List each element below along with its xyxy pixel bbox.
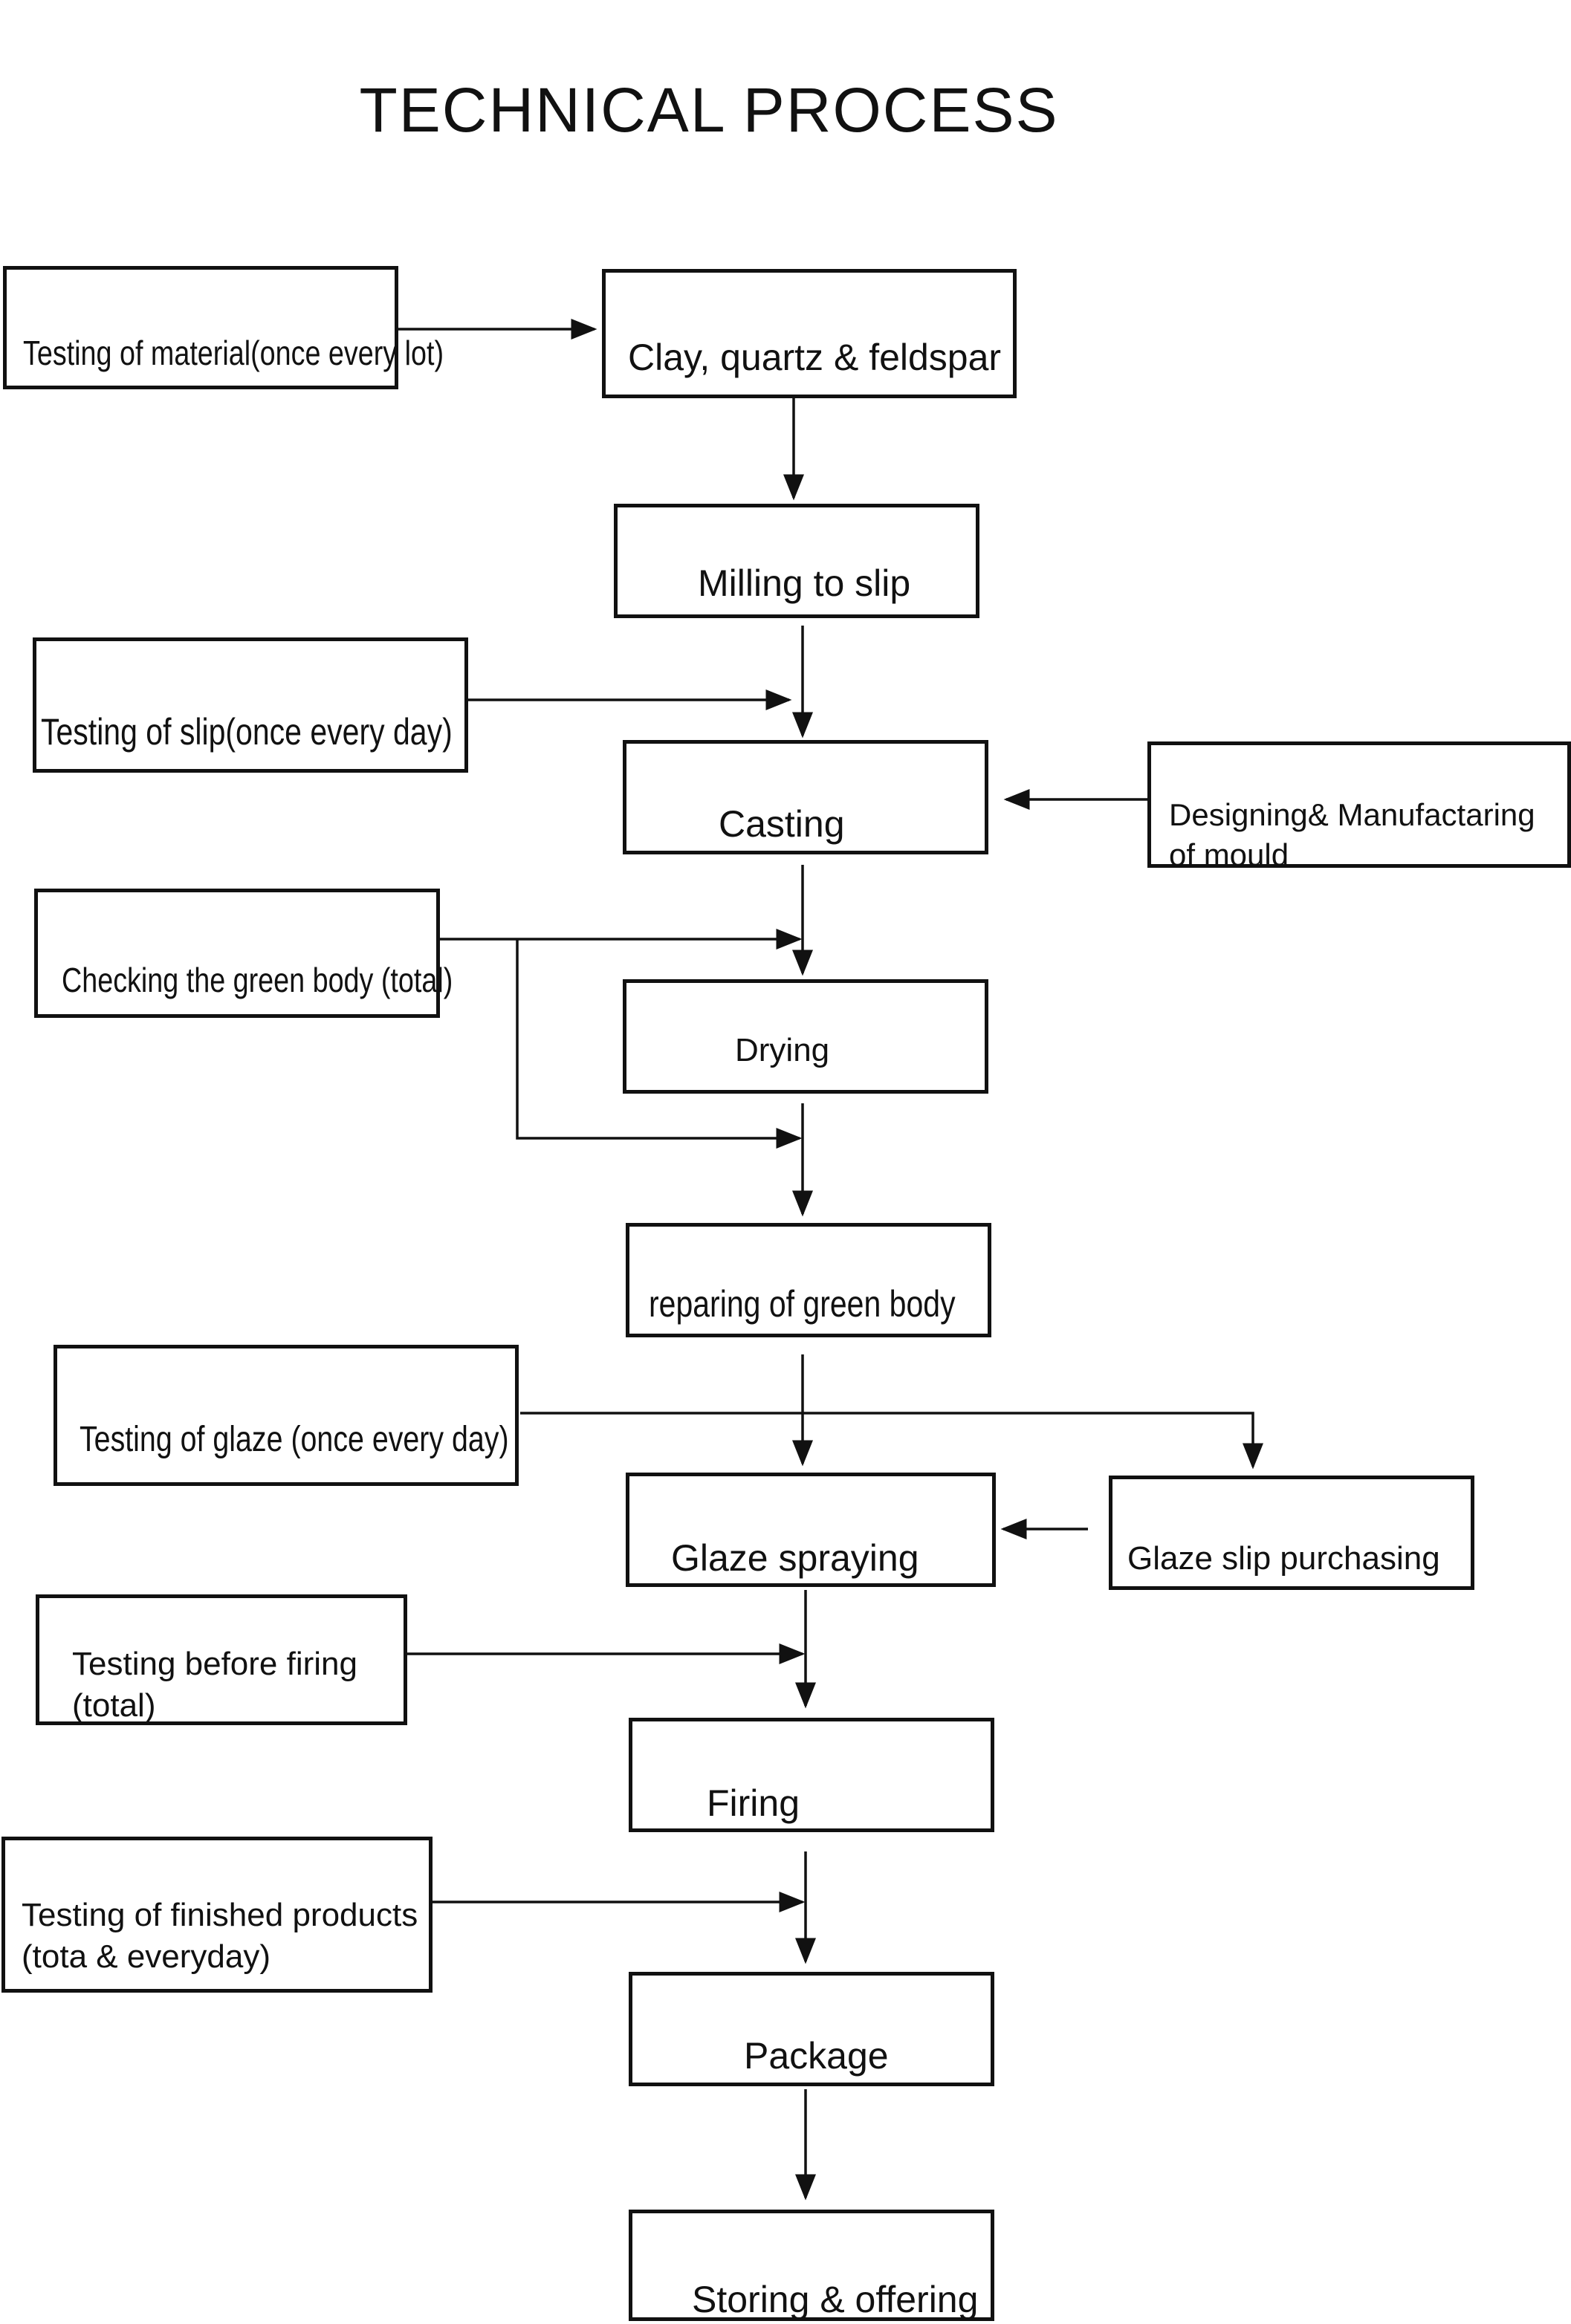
input-testing-glaze-box: Testing of glaze (once every day) bbox=[54, 1345, 519, 1486]
step-reparing-box: reparing of green body bbox=[626, 1223, 991, 1337]
input-checking-green-label: Checking the green body (total) bbox=[62, 961, 453, 999]
input-glaze-purchasing-box: Glaze slip purchasing bbox=[1109, 1476, 1474, 1590]
input-testing-slip-label: Testing of slip(once every day) bbox=[41, 711, 453, 753]
input-checking-green-box: Checking the green body (total) bbox=[34, 889, 453, 1018]
step-casting-box: Casting bbox=[623, 740, 988, 854]
input-finished-line1: Testing of finished products bbox=[22, 1897, 418, 1933]
diagram-title: TECHNICAL PROCESS bbox=[359, 75, 1059, 145]
step-milling-box: Milling to slip bbox=[614, 504, 979, 618]
step-glaze-box: Glaze spraying bbox=[626, 1473, 996, 1587]
input-designing-box: Designing& Manufactaring of mould bbox=[1147, 741, 1571, 872]
input-designing-line1: Designing& Manufactaring bbox=[1169, 797, 1535, 832]
input-testing-material-box: Testing of material(once every lot) bbox=[3, 266, 444, 389]
step-clay-label: Clay, quartz & feldspar bbox=[628, 337, 1002, 378]
step-milling-label: Milling to slip bbox=[698, 562, 911, 604]
step-reparing-label: reparing of green body bbox=[649, 1283, 956, 1325]
input-before-firing-line2: (total) bbox=[72, 1687, 156, 1724]
input-finished-products-box: Testing of finished products (tota & eve… bbox=[1, 1837, 433, 1993]
input-testing-slip-box: Testing of slip(once every day) bbox=[33, 637, 468, 773]
step-casting-label: Casting bbox=[719, 803, 845, 845]
step-clay-box: Clay, quartz & feldspar bbox=[602, 269, 1017, 398]
input-before-firing-line1: Testing before firing bbox=[72, 1646, 357, 1682]
input-before-firing-box: Testing before firing (total) bbox=[36, 1594, 407, 1725]
step-package-label: Package bbox=[744, 2035, 889, 2077]
step-glaze-label: Glaze spraying bbox=[671, 1537, 919, 1579]
input-glaze-purchasing-label: Glaze slip purchasing bbox=[1127, 1540, 1440, 1577]
step-storing-label: Storing & offering bbox=[692, 2279, 979, 2320]
step-package-box: Package bbox=[629, 1972, 994, 2086]
input-finished-line2: (tota & everyday) bbox=[22, 1938, 271, 1975]
arrow-checking-green-2 bbox=[516, 939, 803, 1149]
arrow-glaze-to-purchasing bbox=[800, 1412, 1263, 1470]
step-drying-box: Drying bbox=[623, 979, 988, 1094]
input-testing-glaze-label: Testing of glaze (once every day) bbox=[80, 1420, 509, 1459]
input-designing-line2: of mould bbox=[1169, 837, 1289, 872]
step-firing-box: Firing bbox=[629, 1718, 994, 1832]
step-drying-label: Drying bbox=[735, 1032, 830, 1068]
input-testing-material-label: Testing of material(once every lot) bbox=[23, 334, 444, 372]
step-storing-box: Storing & offering bbox=[629, 2210, 994, 2321]
step-firing-label: Firing bbox=[707, 1782, 800, 1824]
